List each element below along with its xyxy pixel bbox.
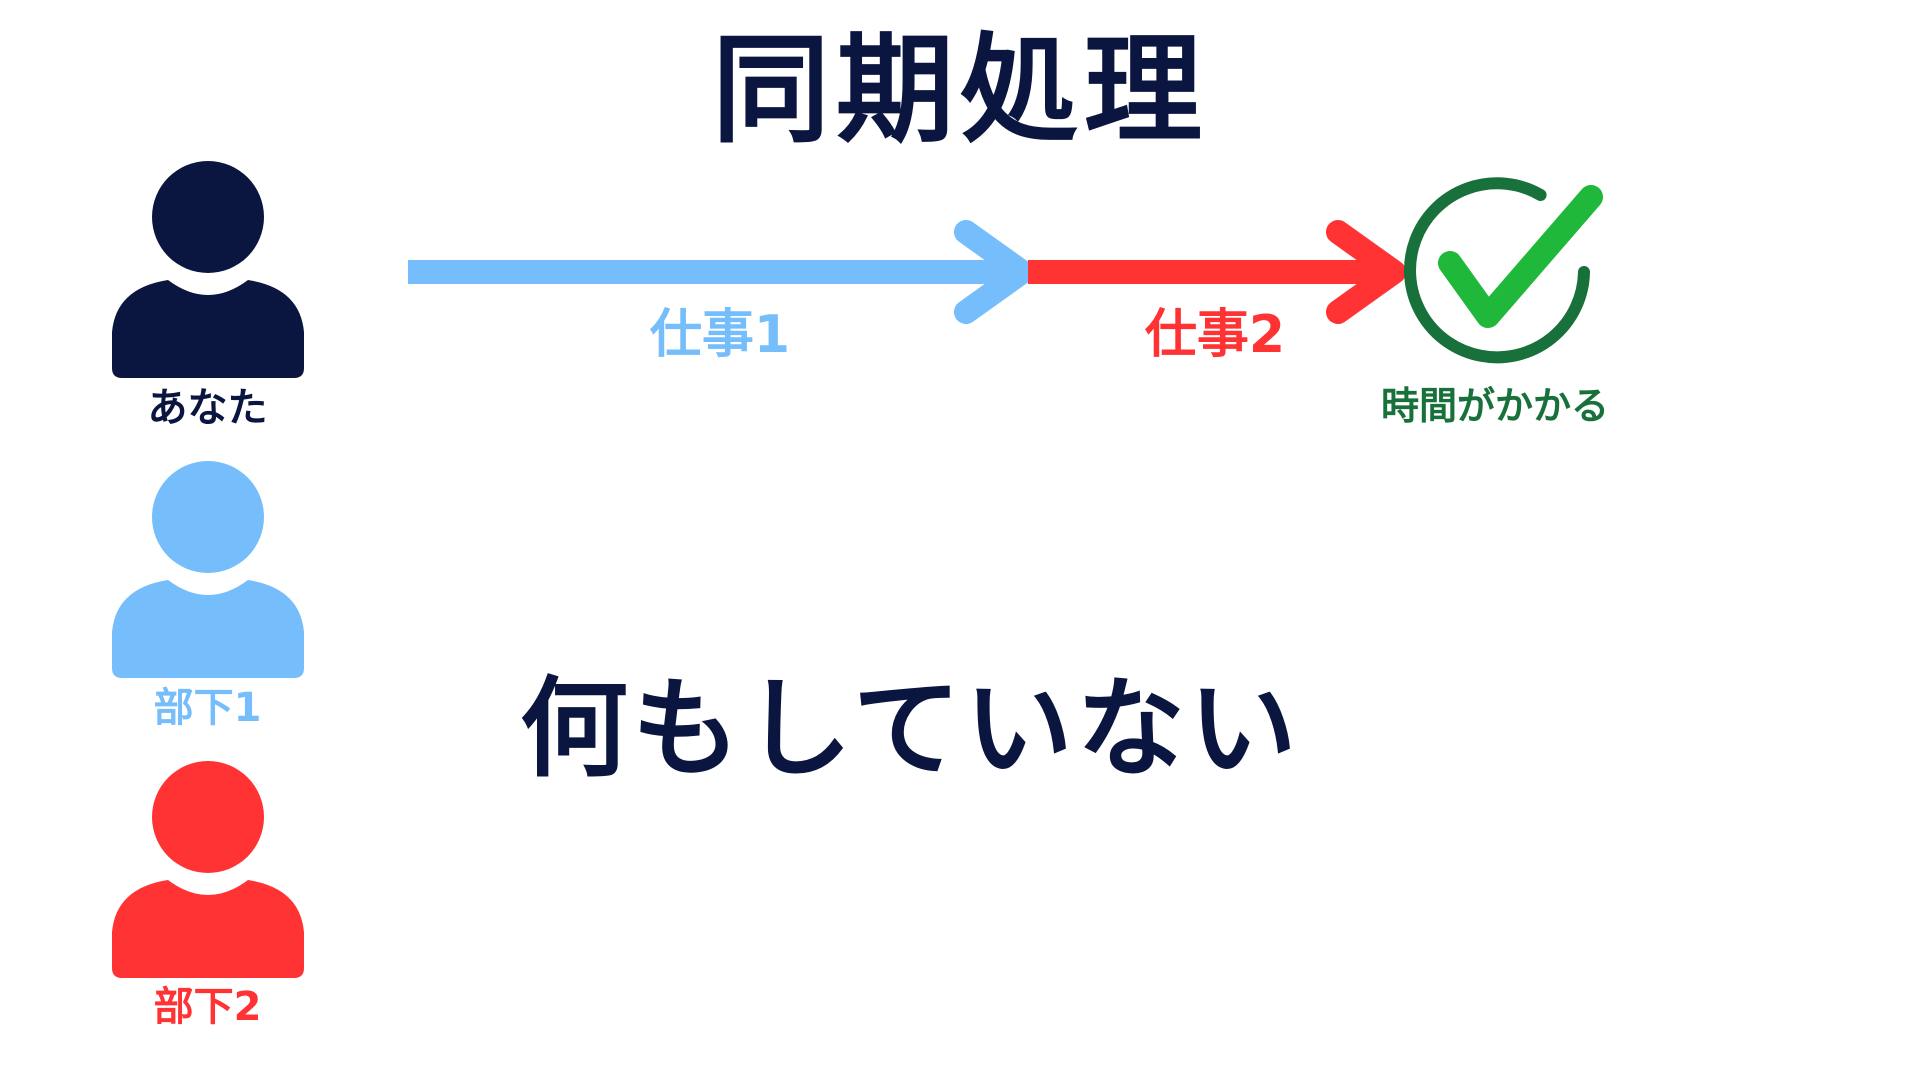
person-icon — [112, 761, 304, 978]
task-label-2: 仕事2 — [1144, 305, 1286, 365]
person-label-subordinate-2: 部下2 — [153, 984, 262, 1030]
page-title: 同期処理 — [711, 21, 1208, 159]
person-icon — [112, 461, 304, 678]
task-2-arrow — [1028, 220, 1406, 324]
result-label: 時間がかかる — [1380, 384, 1609, 428]
person-label-subordinate-1: 部下1 — [153, 685, 262, 731]
person-subordinate-1 — [108, 460, 308, 682]
person-you — [108, 160, 308, 382]
check-circle-icon — [1404, 177, 1603, 364]
person-subordinate-2 — [108, 760, 308, 982]
person-label-you: あなた — [147, 385, 268, 431]
person-icon — [112, 161, 304, 378]
task-1-arrow — [408, 220, 1034, 324]
task-label-1: 仕事1 — [649, 305, 791, 365]
idle-message: 何もしていない — [520, 667, 1301, 792]
